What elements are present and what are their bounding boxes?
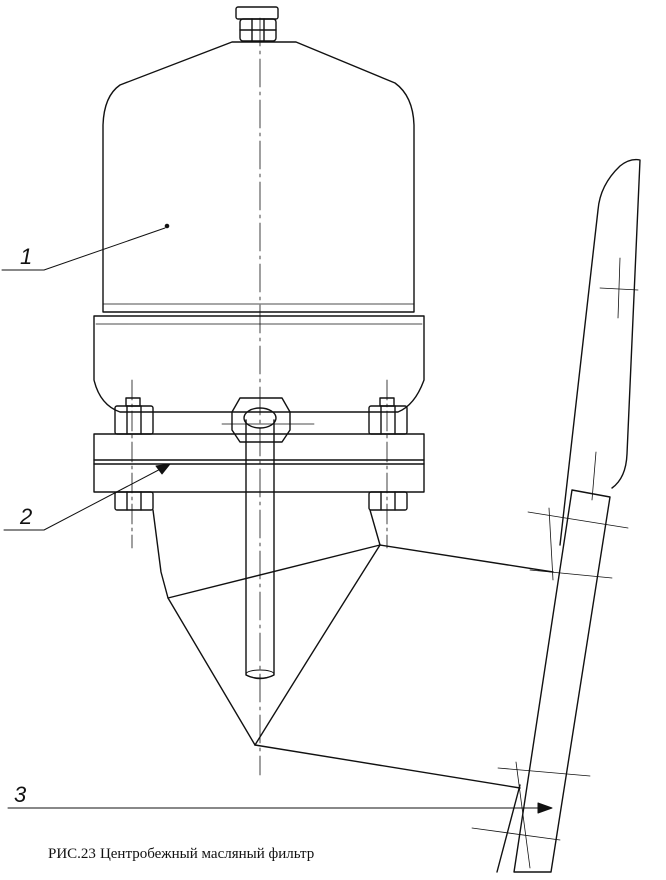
leader-lines [1,227,553,814]
mounting-bracket [471,489,629,873]
left-bolt [114,379,154,549]
filter-housing [93,315,425,413]
callout-label-1: 1 [20,244,33,269]
crankcase-wall [496,158,641,873]
mounting-flange [93,433,425,493]
right-bolt [368,379,408,549]
callout-label-3: 3 [14,782,27,807]
drain-tube [221,397,315,680]
figure-number: РИС.23 [48,846,96,862]
figure-title: Центробежный масляный фильтр [99,846,315,862]
top-nut [235,6,279,42]
filter-cap [102,41,415,313]
drain-funnel [152,509,554,789]
callout-label-2: 2 [20,504,33,529]
